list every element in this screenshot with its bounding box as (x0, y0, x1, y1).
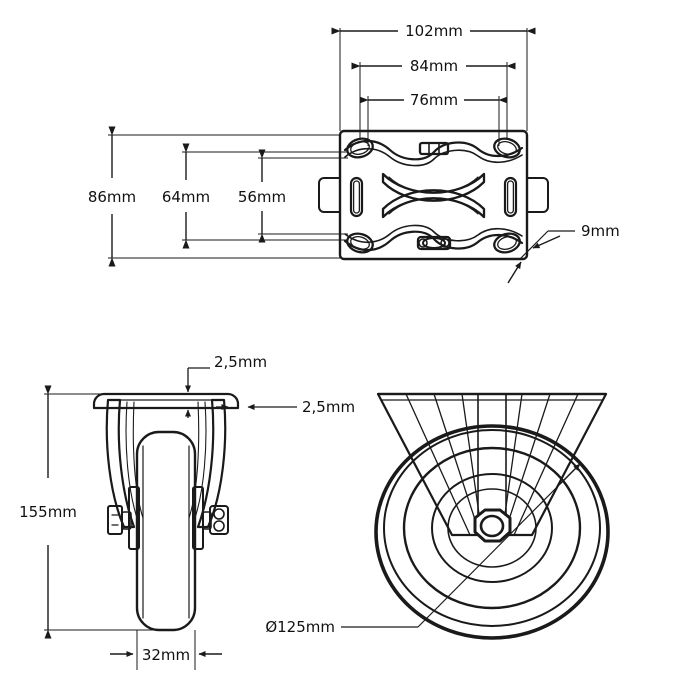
dim-label-plate-width: 102mm (405, 22, 463, 40)
plate-upper-contour (343, 139, 524, 161)
mounting-hole-bottom-right (493, 232, 521, 254)
leader-diameter-line (417, 468, 576, 628)
plate-lower-contour-inner (344, 224, 523, 244)
front-plate (92, 392, 240, 410)
fork-leg-right-rib2 (193, 401, 207, 522)
side-view-dimensions (341, 463, 581, 628)
wheel-rim-mid (431, 473, 553, 583)
axle-bolt-right (202, 505, 229, 535)
wheel-outer-tire (374, 424, 610, 640)
dim-label-wheel-width: 32mm (142, 646, 190, 664)
wheel-hub-plate-left (128, 486, 140, 550)
plate-left-side-tab (318, 177, 341, 213)
leader-diameter-arrow (559, 463, 581, 485)
front-view-dimensions (44, 367, 297, 670)
plate-rib-lower (381, 189, 486, 219)
dim-label-plate-thickness-top: 2,5mm (214, 353, 267, 371)
plate-top-center-tab (418, 141, 450, 156)
fork-leg-left-rib2 (125, 401, 139, 522)
dim-label-hole-spacing-outer: 84mm (410, 57, 458, 75)
wheel-rim-outer (402, 446, 582, 610)
plate-upper-contour-inner (344, 147, 523, 167)
mounting-hole-top-right (493, 137, 521, 159)
dim-label-plate-thickness-side: 2,5mm (302, 398, 355, 416)
plate-slot-right (503, 176, 518, 218)
fork-leg-left-rib3 (132, 401, 144, 519)
dim-label-hole-spacing-inner: 76mm (410, 91, 458, 109)
mounting-hole-bottom-left (346, 232, 374, 254)
dim-label-hole-diameter: 9mm (581, 222, 620, 240)
dim-label-plate-depth: 86mm (88, 188, 136, 206)
fork-rib-1 (405, 393, 471, 536)
wheel-tire-inner-edge (383, 429, 601, 627)
plate-outline (338, 129, 529, 261)
top-view-dimensions (108, 27, 575, 284)
plate-slot-left (349, 176, 364, 218)
wheel-tread (135, 430, 197, 632)
dim-label-overall-height: 155mm (19, 503, 77, 521)
side-view-group (374, 392, 610, 640)
axle-bolt-left (107, 505, 132, 535)
plate-right-side-tab (526, 177, 549, 213)
fork-rib-6 (513, 393, 579, 536)
fork-rib-5 (503, 393, 551, 536)
plate-axle-boss (416, 235, 452, 251)
leader-9mm-arrow-out (507, 261, 522, 284)
dim-label-hole-depth-outer: 64mm (162, 188, 210, 206)
front-view-group (92, 392, 240, 632)
leader-9mm-arrow-in (532, 235, 561, 249)
hex-hub-nut (473, 508, 512, 543)
dim-label-wheel-diameter: Ø125mm (265, 618, 335, 636)
fork-rib-2 (433, 393, 481, 536)
top-view-group (318, 129, 549, 261)
dim-label-hole-depth-inner: 56mm (238, 188, 286, 206)
fork-leg-right-rib3 (188, 401, 200, 519)
